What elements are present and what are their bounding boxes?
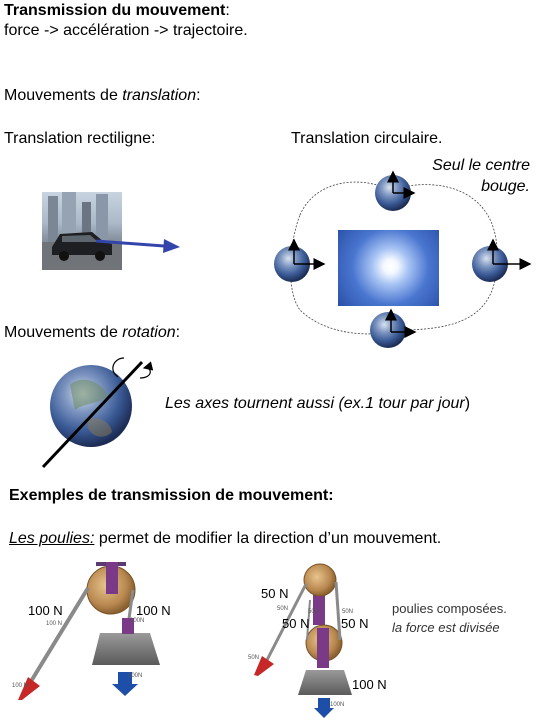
simple-tiny-right: 100N (130, 618, 145, 624)
compound-tiny-d: 50N (248, 655, 260, 661)
compound-right-force: 50 N (341, 616, 369, 631)
earth-right (472, 238, 532, 282)
rotation-heading-italic: rotation (122, 324, 176, 341)
compound-tiny-b: 50N (308, 609, 320, 615)
translation-heading-prefix: Mouvements de (4, 87, 123, 104)
rotation-heading-suffix: : (175, 324, 181, 341)
compound-pulley (254, 563, 352, 718)
compound-note-line1: poulies composées. (392, 601, 507, 616)
compound-left-force: 50 N (282, 616, 310, 631)
simple-tiny-rope: 100 N (12, 683, 29, 689)
translation-circulaire-label: Translation circulaire. (291, 130, 443, 147)
pulleys-description: permet de modifier la direction d’un mou… (94, 530, 442, 547)
compound-tiny-e: 100N (330, 702, 345, 708)
car-photo-drawing (42, 192, 122, 270)
center-note-line2: bouge. (481, 178, 530, 195)
rotation-heading-prefix: Mouvements de (4, 324, 123, 341)
pulleys-label: Les poulies: (9, 530, 95, 547)
compound-top-force: 50 N (261, 586, 289, 601)
center-note-line1: Seul le centre (432, 157, 530, 174)
compound-note-line2: la force est divisée (392, 620, 500, 635)
rotation-caption-paren: ) (464, 395, 471, 412)
sun-photo (338, 230, 439, 306)
compound-tiny-c: 50N (342, 609, 354, 615)
earth-left (274, 238, 326, 282)
rotation-heading: Mouvements de rotation: (4, 324, 180, 342)
simple-left-force: 100 N (28, 603, 63, 618)
translation-heading-suffix: : (196, 87, 201, 104)
rotation-caption-italic: Les axes tournent aussi (ex.1 tour par j… (165, 395, 465, 412)
compound-tiny-a: 50N (277, 606, 289, 612)
simple-tiny-bottom: 100N (128, 673, 143, 679)
orbit-path (290, 181, 498, 335)
earth-bottom (370, 308, 417, 348)
title-colon: : (225, 2, 230, 19)
translation-heading: Mouvements de translation: (4, 87, 201, 105)
car-photo (42, 192, 122, 270)
simple-right-force: 100 N (136, 603, 171, 618)
rotation-earth (41, 357, 154, 469)
earth-top (375, 170, 416, 211)
page-title: Transmission du mouvement: (4, 2, 230, 20)
compound-load-force: 100 N (352, 677, 387, 692)
simple-pulley (18, 562, 160, 700)
pulleys-sentence: Les poulies: permet de modifier la direc… (9, 530, 441, 548)
translation-heading-italic: translation (122, 87, 197, 104)
page-subtitle: force -> accélération -> trajectoire. (4, 22, 248, 39)
title-bold: Transmission du mouvement (4, 2, 226, 19)
examples-heading: Exemples de transmission de mouvement: (9, 487, 334, 504)
simple-tiny-left: 100 N (46, 621, 63, 627)
car-motion-arrow (95, 239, 180, 253)
translation-rectiligne-label: Translation rectiligne: (4, 130, 156, 147)
rotation-caption: Les axes tournent aussi (ex.1 tour par j… (165, 395, 470, 413)
